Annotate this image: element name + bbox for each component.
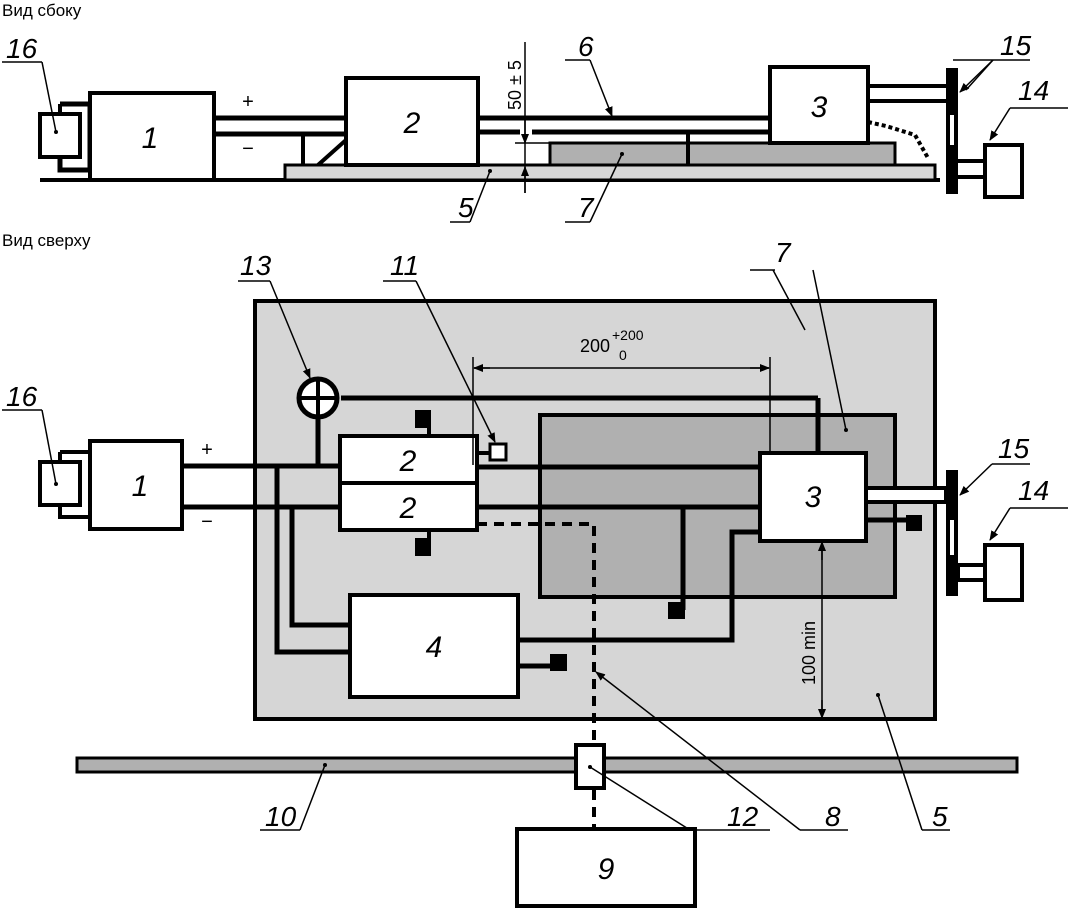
- callout-16-side: 16: [2, 33, 58, 134]
- callout-12: 12: [588, 765, 770, 832]
- callout-16-top: 16: [2, 381, 58, 486]
- component-9: [515, 827, 697, 908]
- label-1-top: 1: [132, 470, 149, 503]
- component-2-side: [344, 76, 480, 167]
- svg-text:15: 15: [998, 433, 1030, 464]
- svg-text:6: 6: [578, 31, 594, 62]
- svg-text:7: 7: [578, 192, 595, 223]
- callout-14-top: 14: [989, 475, 1068, 541]
- component-14-top: [983, 543, 1024, 602]
- svg-text:13: 13: [240, 250, 272, 281]
- svg-text:10: 10: [265, 801, 297, 832]
- svg-text:11: 11: [390, 250, 419, 281]
- top-view: 1 + − 2 2: [2, 237, 1068, 908]
- svg-text:7: 7: [775, 237, 792, 268]
- side-view-title: Вид сбоку: [2, 1, 82, 20]
- callout-6-side: 6: [565, 31, 613, 117]
- component-1-top: [88, 439, 184, 531]
- component-16-top: [38, 460, 82, 507]
- callout-15-top: 15: [959, 433, 1030, 496]
- svg-text:16: 16: [6, 381, 38, 412]
- component-16-side: [38, 112, 82, 159]
- callout-10: 10: [260, 763, 327, 832]
- svg-text:14: 14: [1018, 475, 1049, 506]
- top-view-title: Вид сверху: [2, 231, 91, 250]
- component-3-side: [768, 65, 870, 145]
- component-1-side: [88, 91, 216, 182]
- dimension-clearance: 100 min: [799, 541, 826, 719]
- callout-5-top: 5: [876, 693, 950, 832]
- label-1-side: 1: [142, 122, 159, 155]
- svg-text:0: 0: [619, 347, 627, 363]
- component-3-top: [758, 451, 868, 543]
- side-view: 1 + − 2 3 50 ± 5: [2, 30, 1068, 223]
- callout-7-top: 7: [750, 237, 848, 432]
- component-4: [348, 593, 520, 699]
- plus-sign-top: +: [201, 439, 213, 461]
- callout-13: 13: [238, 250, 311, 379]
- svg-text:+200: +200: [612, 327, 644, 343]
- label-2-side: 2: [403, 107, 421, 140]
- plus-sign-side: +: [242, 91, 254, 113]
- svg-text:5: 5: [458, 192, 474, 223]
- callout-11: 11: [383, 250, 496, 443]
- svg-text:14: 14: [1018, 75, 1049, 106]
- callout-15-side: 15: [953, 30, 1032, 93]
- svg-text:8: 8: [825, 801, 841, 832]
- component-13: [296, 376, 340, 420]
- callout-8: 8: [595, 671, 848, 832]
- callout-7-side: 7: [565, 152, 624, 223]
- signal-line-8: [477, 522, 596, 745]
- label-2-top-upper: 2: [399, 445, 417, 478]
- plate-7-side: [548, 141, 897, 167]
- svg-text:5: 5: [932, 801, 948, 832]
- label-3-side: 3: [811, 91, 828, 124]
- callout-14-side: 14: [989, 75, 1068, 141]
- component-11: [488, 442, 508, 462]
- minus-sign-top: −: [201, 511, 213, 533]
- svg-text:16: 16: [6, 33, 38, 64]
- label-2-top-lower: 2: [399, 492, 417, 525]
- rail-10: [75, 756, 1019, 774]
- svg-text:15: 15: [1000, 30, 1032, 61]
- component-14-side: [983, 143, 1024, 199]
- svg-text:100 min: 100 min: [799, 621, 819, 685]
- svg-text:200: 200: [580, 336, 610, 356]
- minus-sign-side: −: [242, 138, 254, 160]
- label-9: 9: [598, 853, 615, 886]
- callout-5-side: 5: [450, 169, 492, 223]
- dimension-length: 200 +200 0: [472, 327, 771, 465]
- svg-text:12: 12: [727, 801, 759, 832]
- component-12: [574, 743, 606, 790]
- label-4: 4: [426, 631, 443, 664]
- label-3-top: 3: [805, 481, 822, 514]
- dimension-height: 50 ± 5: [505, 60, 525, 110]
